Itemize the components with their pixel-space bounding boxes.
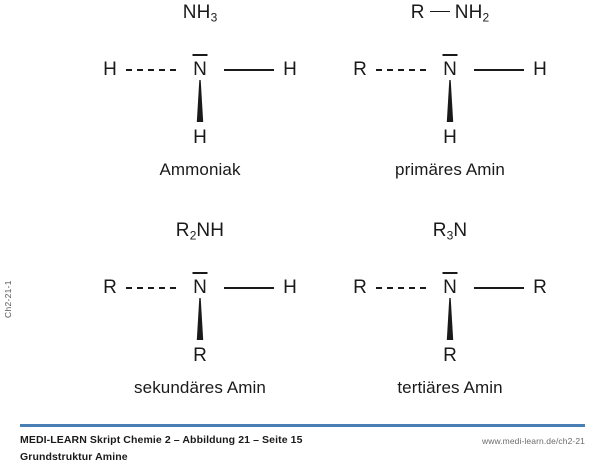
- atom-label-center-nitrogen: N: [432, 272, 468, 298]
- molecule-caption: primäres Amin: [395, 160, 505, 179]
- center-atom-text: N: [443, 59, 457, 80]
- atom-label-left: R: [353, 59, 367, 80]
- lone-pair-bar-icon: [192, 54, 208, 56]
- center-atom-text: N: [193, 277, 207, 298]
- wedge-bond-down-icon: [195, 298, 205, 340]
- structure-diagram-ammonia: H N H H: [70, 44, 330, 154]
- atom-label-bottom: H: [193, 127, 207, 148]
- lone-pair-bar-icon: [442, 54, 458, 56]
- atom-label-left: R: [103, 277, 117, 298]
- structure-diagram-secondary-amine: R N H R: [70, 262, 330, 372]
- plain-bond-right: [224, 287, 274, 289]
- molecule-card-secondary-amine: R2NH R N H R sekundäres Amin: [70, 218, 330, 418]
- plain-bond-right: [474, 69, 524, 71]
- dashed-bond-left: [376, 69, 426, 71]
- center-atom-text: N: [443, 277, 457, 298]
- formula-text-pre: R: [175, 220, 190, 241]
- footer-figure-title: Grundstruktur Amine: [20, 451, 128, 463]
- footer-url-link[interactable]: www.medi-learn.de/ch2-21: [481, 436, 585, 446]
- dashed-bond-left: [376, 287, 426, 289]
- formula-text-pre: R: [410, 2, 425, 23]
- footer-source-line: MEDI-LEARN Skript Chemie 2 – Abbildung 2…: [20, 434, 303, 446]
- dashed-bond-left: [126, 287, 176, 289]
- lone-pair-bar-icon: [442, 272, 458, 274]
- atom-label-left: H: [103, 59, 117, 80]
- lone-pair-bar-icon: [192, 272, 208, 274]
- atom-label-bottom: R: [193, 345, 207, 366]
- atom-label-right: H: [283, 59, 297, 80]
- formula-text-post: N: [453, 220, 468, 241]
- structure-diagram-tertiary-amine: R N R R: [320, 262, 580, 372]
- wedge-bond-down-icon: [445, 298, 455, 340]
- atom-label-center-nitrogen: N: [432, 54, 468, 80]
- figure-side-code: Ch2-21-1: [3, 280, 13, 318]
- plain-bond-right: [224, 69, 274, 71]
- plain-bond-right: [474, 287, 524, 289]
- molecular-formula-secondary-amine: R2NH: [70, 220, 330, 242]
- formula-text-pre: R: [432, 220, 447, 241]
- atom-label-center-nitrogen: N: [182, 54, 218, 80]
- formula-subscript: 3: [446, 228, 454, 243]
- center-atom-text: N: [193, 59, 207, 80]
- molecular-formula-tertiary-amine: R3N: [320, 220, 580, 242]
- wedge-bond-down-icon: [195, 80, 205, 122]
- formula-text-post: NH: [454, 2, 483, 23]
- atom-label-right: R: [533, 277, 547, 298]
- atom-label-center-nitrogen: N: [182, 272, 218, 298]
- atom-label-right: H: [283, 277, 297, 298]
- footer: MEDI-LEARN Skript Chemie 2 – Abbildung 2…: [0, 420, 600, 467]
- formula-text-pre: NH: [182, 2, 211, 23]
- formula-bond-line-icon: [429, 10, 450, 13]
- molecule-caption: Ammoniak: [159, 160, 241, 179]
- footer-divider: [20, 424, 585, 427]
- atom-label-right: H: [533, 59, 547, 80]
- formula-subscript: 2: [482, 10, 490, 25]
- formula-text-post: NH: [196, 220, 225, 241]
- formula-subscript: 2: [189, 228, 197, 243]
- molecule-card-ammonia: NH3 H N H H Ammoniak: [70, 0, 330, 200]
- molecule-caption: sekundäres Amin: [134, 378, 266, 397]
- dashed-bond-left: [126, 69, 176, 71]
- molecular-formula-ammonia: NH3: [70, 2, 330, 24]
- structure-diagram-primary-amine: R N H H: [320, 44, 580, 154]
- formula-subscript: 3: [210, 10, 218, 25]
- atom-label-bottom: R: [443, 345, 457, 366]
- atom-label-bottom: H: [443, 127, 457, 148]
- molecular-formula-primary-amine: R NH2: [320, 2, 580, 24]
- molecule-card-tertiary-amine: R3N R N R R tertiäres Amin: [320, 218, 580, 418]
- atom-label-left: R: [353, 277, 367, 298]
- molecule-caption: tertiäres Amin: [397, 378, 503, 397]
- wedge-bond-down-icon: [445, 80, 455, 122]
